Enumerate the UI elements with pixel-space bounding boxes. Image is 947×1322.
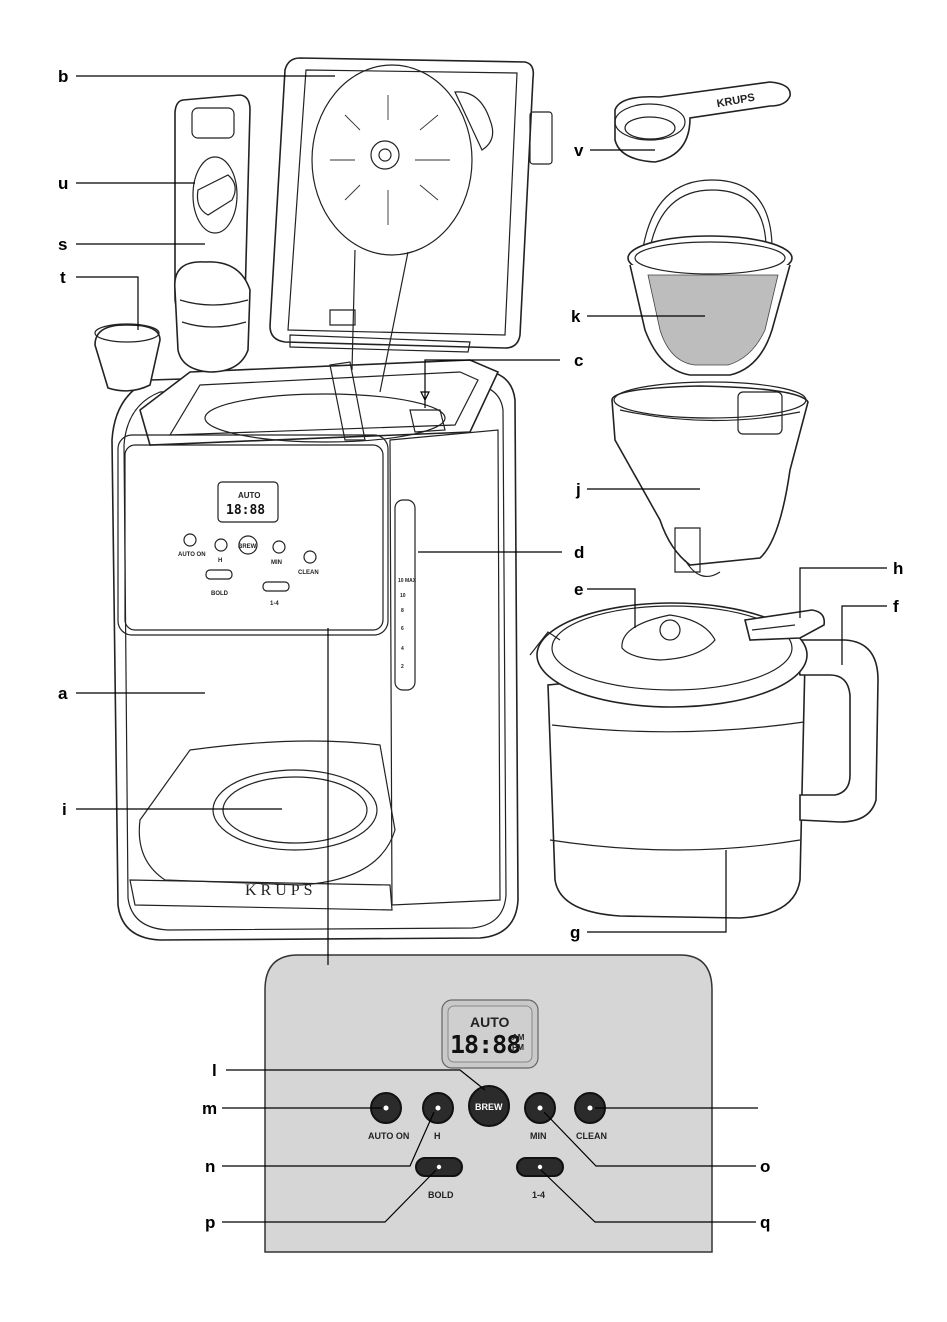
gauge-mark-5: 2 [401,664,404,670]
mini-min-label: MIN [271,560,282,566]
label-l: l [212,1061,217,1080]
filter-basket [612,382,808,576]
carafe [530,603,878,918]
label-q: q [760,1213,770,1232]
label-j: j [575,480,581,499]
label-o: o [760,1157,770,1176]
mini-display-mode: AUTO [238,491,261,500]
filter-holder [175,95,250,372]
label-i: i [62,800,67,819]
label-f: f [893,597,899,616]
lcd-mode-text: AUTO [470,1014,510,1030]
gauge-mark-2: 8 [401,608,404,614]
brand-logo: KRUPS [245,882,317,899]
h-label: H [434,1131,441,1141]
lid [270,58,552,392]
filter-cup [95,324,160,391]
label-p: p [205,1213,215,1232]
mini-display-time: 18:88 [226,503,265,518]
mini-1-4-label: 1-4 [270,601,279,607]
control-panel-detail: AUTO 18:88 AM PM AUTO ON H BREW MIN CLEA… [265,955,712,1252]
label-e: e [574,580,583,599]
label-t: t [60,268,66,287]
clean-label: CLEAN [576,1131,607,1141]
permanent-filter [628,180,792,375]
mini-clean-label: CLEAN [298,570,319,576]
bold-label: BOLD [428,1190,454,1200]
label-v: v [574,141,584,160]
lcd-am-text: AM [512,1033,525,1042]
one-to-four-button[interactable] [517,1158,563,1176]
label-g: g [570,923,580,942]
lcd-time-text: 18:88 [450,1030,520,1059]
coffee-maker: KRUPS AUTO 18:88 AUTO ON H BREW MIN CLEA… [112,360,518,940]
label-n: n [205,1157,215,1176]
mini-bold-label: BOLD [211,591,229,597]
label-d: d [574,543,584,562]
auto-on-label: AUTO ON [368,1131,409,1141]
label-h: h [893,559,903,578]
label-m: m [202,1099,217,1118]
gauge-mark-4: 4 [401,646,404,652]
mini-h-label: H [218,558,222,564]
min-label: MIN [530,1131,547,1141]
gauge-mark-0: 10 MAX [398,578,417,584]
label-a: a [58,684,68,703]
mini-brew-label: BREW [238,544,257,550]
label-s: s [58,235,67,254]
gauge-mark-3: 6 [401,626,404,632]
mini-auto-on-label: AUTO ON [178,552,206,558]
label-u: u [58,174,68,193]
one-to-four-label: 1-4 [532,1190,545,1200]
lcd-pm-text: PM [512,1043,524,1052]
brew-button[interactable]: BREW [469,1086,509,1126]
label-b: b [58,67,68,86]
label-c: c [574,351,583,370]
bold-button[interactable] [416,1158,462,1176]
gauge-mark-1: 10 [400,593,406,599]
label-k: k [571,307,581,326]
h-button[interactable] [423,1093,453,1123]
brew-button-label: BREW [475,1102,503,1112]
